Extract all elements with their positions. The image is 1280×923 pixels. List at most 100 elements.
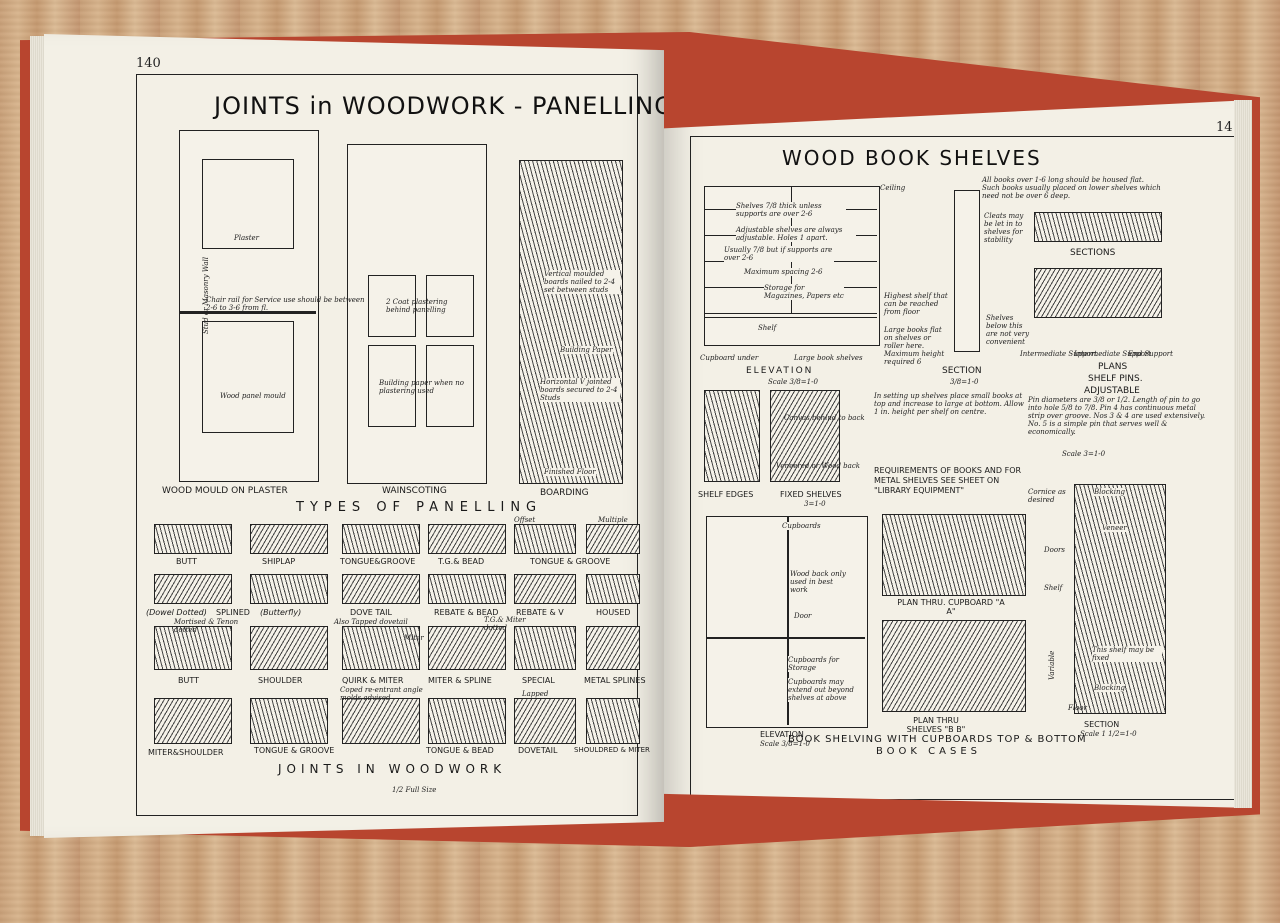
wainscot-panel-3 [368,345,416,427]
left-page-edges [30,36,48,836]
note-usually: Usually 7/8 but if supports are over 2-6 [724,246,834,262]
joint-shouldered-miter-sketch [586,698,640,744]
book-shelving-caption: BOOK SHELVING WITH CUPBOARDS TOP & BOTTO… [788,734,1087,745]
note-blocking-2: Blocking [1094,684,1125,692]
joint-tg-bead2-sketch [428,698,506,744]
note-miter: Miter [404,634,424,642]
note-large-books: Large books flat on shelves or roller he… [884,326,945,366]
note-intermediate-support-1: Intermediate Support [1020,350,1098,358]
note-cupboards: Cupboards [782,522,821,530]
lower-panel [202,321,294,433]
note-variable: Variable [1048,650,1056,680]
left-page-frame [136,74,638,816]
note-storage: Storage for Magazines, Papers etc [764,284,844,300]
joint-rebate-bead-sketch [428,574,506,604]
label-adjustable: ADJUSTABLE [1084,386,1140,396]
joint-miter-spline-sketch [428,626,506,670]
note-requirements: REQUIREMENTS OF BOOKS AND FOR METAL SHEL… [874,466,1022,495]
note-multiple: Multiple [598,516,628,524]
types-of-panelling-heading: TYPES OF PANELLING [296,500,543,515]
note-doors: Doors [1044,546,1065,554]
label-boarding: BOARDING [540,488,589,498]
plan-thru-cupboard-drawing [882,514,1026,596]
note-vertical-boards: Vertical moulded boards nailed to 2-4 se… [544,270,620,294]
note-max-spacing: Maximum spacing 2-6 [744,268,823,276]
fixed-shelves-drawing [770,390,840,482]
right-page-title: WOOD BOOK SHELVES [782,146,1042,170]
label-sections: SECTIONS [1070,248,1116,258]
note-shelf-right: Shelf [1044,584,1063,592]
note-large-book-shelves: Large book shelves [794,354,863,362]
joint-label: QUIRK & MITER [342,676,404,685]
joints-in-woodwork-heading: JOINTS IN WOODWORK [278,762,507,776]
note-wood-back: Wood back only used in best work [790,570,852,594]
shelf-pins-sections-drawing [1034,212,1162,242]
note-cupboards-storage: Cupboards for Storage [788,656,852,672]
scale-section-2: Scale 1 1/2=1-0 [1080,730,1137,738]
joint-miter-shoulder-sketch [154,698,232,744]
joint-label: TONGUE & GROOVE [254,746,335,755]
scale-elevation: Scale 3/8=1-0 [768,378,818,386]
book-cases-heading: BOOK CASES [876,746,981,757]
joint-housed-sketch [586,574,640,604]
note-adjustable: Adjustable shelves are always adjustable… [736,226,856,242]
label-plan-thru-aa: PLAN THRU. CUPBOARD "A A" [897,598,1005,616]
label-fixed-shelves: FIXED SHELVES [780,490,842,499]
note-cleats: Cleats may be let in to shelves for stab… [984,212,1024,244]
chair-rail [180,311,316,314]
joint-label: SHOULDRED & MITER [574,746,650,754]
joint-dovetail-sketch [342,574,420,604]
scale-section: 3/8=1-0 [950,378,979,386]
joint-label: METAL SPLINES [584,676,646,685]
bookshelf-section-drawing [954,190,980,352]
label-shelf-edges: SHELF EDGES [698,490,754,499]
joint-label: DOVE TAIL [350,608,392,617]
joint-label: HOUSED [596,608,631,617]
joint-label: SHIPLAP [262,557,296,566]
joint-label: TONGUE&GROOVE [340,557,416,566]
joint-tg2-sketch [250,698,328,744]
note-coped: Coped re-entrant angle molds advised [340,686,423,702]
note-plaster: Plaster [234,234,260,242]
note-cornice: Cornice as desired [1028,488,1066,504]
note-plastering: 2 Coat plastering behind panelling [386,298,448,314]
book-case-section-drawing [1074,484,1166,714]
note-pin-diameters: Pin diameters are 3/8 or 1/2. Length of … [1028,396,1206,436]
note-offset: Offset [514,516,536,524]
note-veneered: Veneered or Wood back [776,462,860,470]
note-building-paper: Building paper when no plastering used [379,379,465,395]
label-wood-mould: WOOD MOULD ON PLASTER [162,486,288,496]
joint-tgbead-sketch [428,524,506,554]
joint-label: BUTT [176,557,197,566]
joint-quirk-miter-sketch [342,626,420,670]
joint-label: MITER & SPLINE [428,676,492,685]
right-page-edges [1234,100,1252,808]
joint-tg-multiple-sketch [586,524,640,554]
note-cupboard-under: Cupboard under [700,354,759,362]
scale-fixed: 3=1-0 [804,500,826,508]
joint-shoulder-sketch [250,626,328,670]
joint-butt2-sketch [154,626,232,670]
joint-label: DOVETAIL [518,746,558,755]
scale-shelf-pins: Scale 3=1-0 [1062,450,1106,458]
note-door: Door [794,612,812,620]
note-mortised: Mortised & Tenon dotted [174,618,239,634]
note-shelves-thick: Shelves 7/8 thick unless supports are ov… [736,202,846,218]
label-elevation: ELEVATION [746,366,814,376]
label-elevation-2: ELEVATION [760,730,804,739]
wainscot-panel-1 [368,275,416,337]
note-canvas: Canvas behind to back [784,414,865,422]
note-wood-panel-mould: Wood panel mould [220,392,286,400]
left-page-number: 140 [136,56,161,71]
note-highest-shelf: Highest shelf that can be reached from f… [884,292,948,316]
joint-label: SHOULDER [258,676,303,685]
joint-tg-miter-sketch [342,698,420,744]
label-plan-thru-bb: PLAN THRU SHELVES "B B" [906,716,966,734]
joint-dowel-sketch [154,574,232,604]
plan-thru-shelves-drawing [882,620,1026,712]
joint-metal-splines-sketch [586,626,640,670]
joint-label: REBATE & BEAD [434,608,499,617]
wainscot-panel-4 [426,345,474,427]
joint-shiplap-sketch [250,524,328,554]
note-veneer: Veneer [1102,524,1127,532]
